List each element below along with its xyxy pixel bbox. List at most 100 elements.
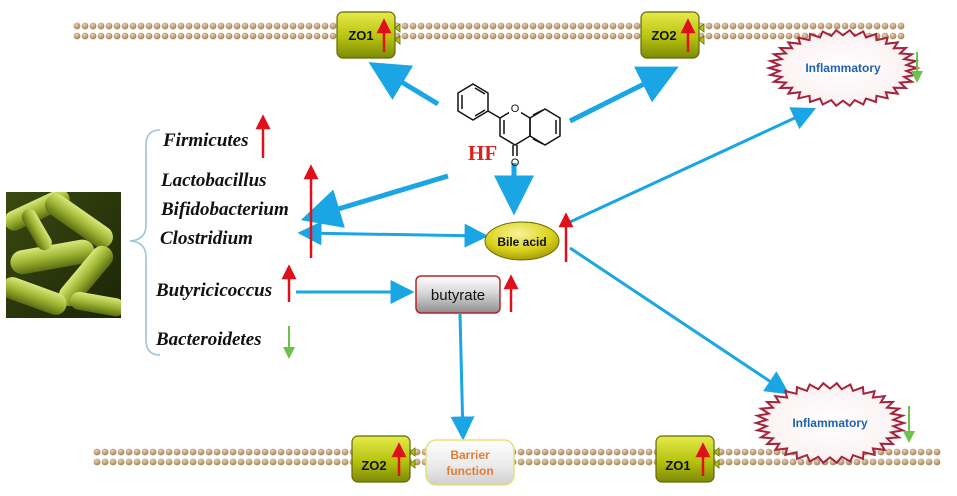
membrane-bead [769,22,777,30]
membrane-bead [165,458,173,466]
membrane-bead [237,458,245,466]
membrane-bead [593,32,601,40]
membrane-bead [765,458,773,466]
membrane-bead [505,32,513,40]
membrane-bead [265,32,273,40]
membrane-bead [533,458,541,466]
membrane-bead [553,32,561,40]
membrane-bead [157,448,165,456]
barrier-line2: function [446,464,493,478]
membrane-bead [505,22,513,30]
membrane-bead [729,32,737,40]
membrane-bead [849,22,857,30]
membrane-bead [529,32,537,40]
membrane-bead [293,448,301,456]
membrane-bead [633,32,641,40]
membrane-bead [757,458,765,466]
membrane-bead [745,32,753,40]
membrane-bead [233,32,241,40]
membrane-bead [465,32,473,40]
membrane-bead [705,32,713,40]
membrane-bead [489,22,497,30]
membrane-bead [733,458,741,466]
membrane-bead [301,458,309,466]
membrane-bead [785,22,793,30]
membrane-bead [537,32,545,40]
membrane-bead [925,448,933,456]
membrane-bead [857,22,865,30]
membrane-bead [893,458,901,466]
membrane-bead [725,448,733,456]
membrane-bead [613,448,621,456]
membrane-bead [889,22,897,30]
membrane-bead [273,32,281,40]
membrane-bead [281,32,289,40]
membrane-bead [525,458,533,466]
membrane-bead [789,458,797,466]
membrane-bead [129,32,137,40]
membrane-bead [173,448,181,456]
membrane-bead [101,458,109,466]
bacteria-image [6,192,121,318]
ring-oxygen-mask [509,102,521,114]
membrane-bead [213,448,221,456]
membrane-bead [525,448,533,456]
membrane-bead [409,22,417,30]
membrane-bead [925,458,933,466]
membrane-bead [801,32,809,40]
membrane-bead [249,22,257,30]
membrane-bead [169,32,177,40]
membrane-bead [549,448,557,456]
membrane-bead [221,458,229,466]
membrane-bead [257,32,265,40]
membrane-bead [325,458,333,466]
membrane-bead [637,448,645,456]
membrane-bead [569,32,577,40]
membrane-bead [341,448,349,456]
membrane-bead [609,32,617,40]
membrane-bead [309,458,317,466]
membrane-bead [757,448,765,456]
membrane-bead [481,22,489,30]
membrane-bead [761,32,769,40]
membrane-bead [581,458,589,466]
membrane-bead [433,32,441,40]
membrane-bead [769,32,777,40]
membrane-bead [153,22,161,30]
membrane-bead [517,458,525,466]
membrane-bead [205,448,213,456]
membrane-bead [733,448,741,456]
membrane-bead [117,458,125,466]
membrane-bead [233,22,241,30]
membrane-bead [625,22,633,30]
membrane-bead [609,22,617,30]
membrane-bead [273,22,281,30]
membrane-bead [193,32,201,40]
membrane-bead [321,22,329,30]
membrane-bead [721,32,729,40]
membrane-bead [425,22,433,30]
membrane-bead [89,32,97,40]
membrane-bead [917,448,925,456]
membrane-bead [633,22,641,30]
membrane-bead [813,458,821,466]
membrane-bead [621,448,629,456]
membrane-bead [629,448,637,456]
membrane-bead [853,458,861,466]
carbonyl-oxygen-label: O [511,157,520,169]
membrane-bead [285,458,293,466]
membrane-bead [645,448,653,456]
membrane-bead [201,22,209,30]
membrane-bead [629,458,637,466]
membrane-bead [245,448,253,456]
membrane-bead [289,32,297,40]
membrane-bead [209,32,217,40]
membrane-bead [433,22,441,30]
membrane-bead [705,22,713,30]
taxon-bifidobacterium: Bifidobacterium [161,199,289,220]
membrane-bead [265,22,273,30]
membrane-bead [137,32,145,40]
membrane-bead [297,32,305,40]
barrier-line1: Barrier [450,448,490,462]
membrane-bead [645,458,653,466]
